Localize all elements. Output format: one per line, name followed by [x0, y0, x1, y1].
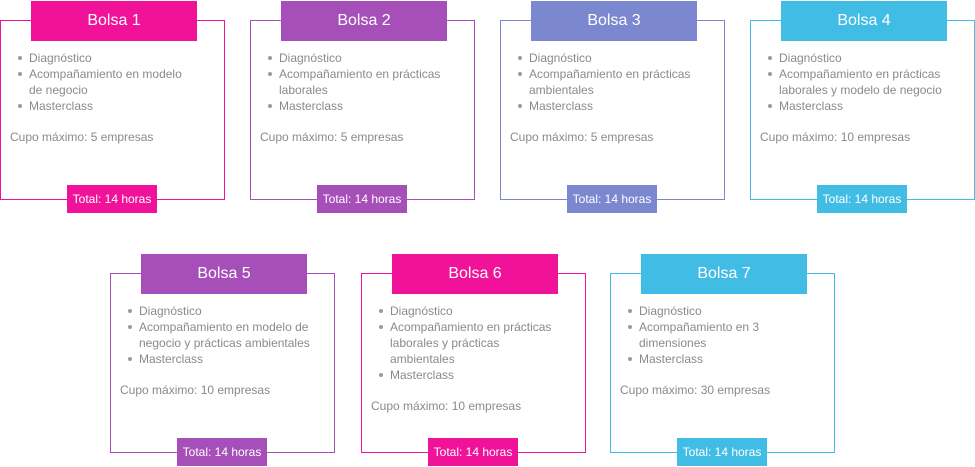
list-item: Masterclass [767, 98, 964, 114]
list-item: Acompañamiento en modelo de negocio y pr… [127, 319, 329, 351]
bolsa-card-6: Bolsa 6 Diagnóstico Acompañamiento en pr… [361, 254, 586, 466]
bolsa-cupo: Cupo máximo: 5 empresas [510, 130, 654, 144]
bolsa-cupo: Cupo máximo: 10 empresas [760, 130, 911, 144]
bolsa-items: Diagnóstico Acompañamiento en modelo de … [127, 303, 324, 367]
list-item: Masterclass [267, 98, 464, 114]
list-item: Acompañamiento en prácticas ambientales [517, 66, 704, 98]
bolsa-card-4: Bolsa 4 Diagnóstico Acompañamiento en pr… [750, 1, 975, 213]
list-item: Diagnóstico [517, 50, 714, 66]
bolsa-title: Bolsa 4 [781, 1, 947, 41]
bolsa-total-badge: Total: 14 horas [428, 438, 518, 466]
list-item: Masterclass [17, 98, 214, 114]
list-item: Masterclass [378, 367, 575, 383]
list-item: Acompañamiento en modelo de negocio [17, 66, 189, 98]
bolsa-card-2: Bolsa 2 Diagnóstico Acompañamiento en pr… [250, 1, 475, 213]
bolsa-title: Bolsa 3 [531, 1, 697, 41]
bolsa-items: Diagnóstico Acompañamiento en prácticas … [267, 50, 464, 114]
bolsa-cupo: Cupo máximo: 5 empresas [10, 130, 154, 144]
bolsa-card-3: Bolsa 3 Diagnóstico Acompañamiento en pr… [500, 1, 725, 213]
bolsa-total-badge: Total: 14 horas [817, 185, 907, 213]
list-item: Diagnóstico [127, 303, 324, 319]
list-item: Diagnóstico [17, 50, 214, 66]
bolsa-title: Bolsa 1 [31, 1, 197, 41]
list-item: Masterclass [517, 98, 714, 114]
bolsa-items: Diagnóstico Acompañamiento en 3 dimensio… [627, 303, 824, 367]
bolsa-title: Bolsa 6 [392, 254, 558, 294]
bolsa-cupo: Cupo máximo: 10 empresas [120, 383, 271, 397]
bolsa-title: Bolsa 2 [281, 1, 447, 41]
bolsa-title: Bolsa 5 [141, 254, 307, 294]
bolsa-items: Diagnóstico Acompañamiento en prácticas … [767, 50, 964, 114]
list-item: Acompañamiento en prácticas laborales [267, 66, 454, 98]
list-item: Masterclass [127, 351, 324, 367]
bolsa-card-7: Bolsa 7 Diagnóstico Acompañamiento en 3 … [610, 254, 835, 466]
bolsa-items: Diagnóstico Acompañamiento en prácticas … [517, 50, 714, 114]
list-item: Diagnóstico [767, 50, 964, 66]
bolsa-cupo: Cupo máximo: 30 empresas [620, 383, 771, 397]
bolsa-total-badge: Total: 14 horas [177, 438, 267, 466]
bolsa-title: Bolsa 7 [641, 254, 807, 294]
bolsa-items: Diagnóstico Acompañamiento en modelo de … [17, 50, 214, 114]
list-item: Masterclass [627, 351, 824, 367]
bolsa-cupo: Cupo máximo: 5 empresas [260, 130, 404, 144]
list-item: Acompañamiento en prácticas laborales y … [378, 319, 565, 367]
bolsa-total-badge: Total: 14 horas [67, 185, 157, 213]
bolsa-total-badge: Total: 14 horas [317, 185, 407, 213]
bolsa-card-5: Bolsa 5 Diagnóstico Acompañamiento en mo… [110, 254, 335, 466]
list-item: Acompañamiento en 3 dimensiones [627, 319, 779, 351]
bolsa-items: Diagnóstico Acompañamiento en prácticas … [378, 303, 575, 383]
bolsa-total-badge: Total: 14 horas [677, 438, 767, 466]
bolsa-cupo: Cupo máximo: 10 empresas [371, 399, 522, 413]
list-item: Acompañamiento en prácticas laborales y … [767, 66, 964, 98]
list-item: Diagnóstico [378, 303, 575, 319]
list-item: Diagnóstico [627, 303, 824, 319]
bolsa-card-1: Bolsa 1 Diagnóstico Acompañamiento en mo… [0, 1, 225, 213]
list-item: Diagnóstico [267, 50, 464, 66]
bolsa-total-badge: Total: 14 horas [567, 185, 657, 213]
